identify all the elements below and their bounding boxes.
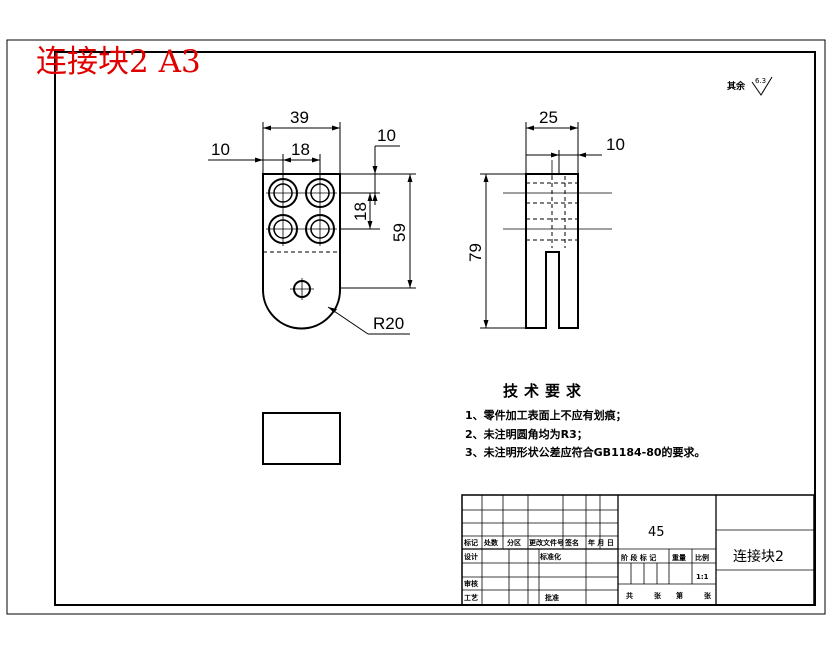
front-view-outline: [262, 173, 341, 330]
tb-sheet-unit-1: 张: [654, 591, 662, 600]
tb-rev-zone: 分区: [507, 538, 521, 547]
tb-weight: 重量: [672, 553, 686, 562]
dim-front-hole-pitch: 18: [291, 140, 310, 159]
front-view: [262, 173, 341, 330]
sheet-outer-frame: [6, 39, 826, 615]
tb-rev-count: 处数: [483, 538, 499, 547]
roughness-value: 6.3: [755, 77, 766, 85]
dim-front-height: 59: [390, 223, 409, 242]
tb-stage-mark: 阶 段 标 记: [621, 553, 656, 562]
tb-approve: 批准: [545, 593, 559, 602]
tech-notes-heading: 技术要求: [503, 382, 587, 400]
side-dimension-lines: [480, 122, 602, 329]
tb-sheet-total: 共: [626, 591, 633, 600]
tb-material: 45: [648, 525, 665, 540]
tb-rev-mark: 标记: [463, 538, 478, 547]
sheet-inner-frame: [54, 51, 816, 606]
tb-rev-doc: 更改文件号: [529, 538, 564, 547]
title-block: 标记 处数 分区 更改文件号 签名 年 月 日 设计 审核 工艺 标准化 批准 …: [461, 494, 815, 606]
dim-front-width: 39: [290, 108, 309, 127]
tb-part-name: 连接块2: [733, 548, 784, 565]
roughness-symbol: 其余 6.3: [727, 76, 773, 96]
side-dimension-arrows: [483, 125, 586, 328]
tb-standardization: 标准化: [539, 552, 561, 561]
roughness-label: 其余: [727, 80, 746, 92]
tb-sheet-number: 第: [676, 591, 683, 600]
tb-scale-value: 1:1: [696, 573, 709, 581]
tb-rev-sign: 签名: [564, 538, 579, 547]
dim-side-height: 79: [466, 243, 485, 262]
dim-front-vertical-pitch: 18: [351, 202, 370, 221]
dim-front-radius: R20: [373, 314, 404, 333]
tech-note-3: 3、未注明形状公差应符合GB1184-80的要求。: [465, 445, 706, 459]
dim-front-top-offset: 10: [377, 126, 396, 145]
tech-note-1: 1、零件加工表面上不应有划痕；: [465, 408, 627, 422]
side-view-outline: [525, 173, 579, 329]
side-view: [503, 160, 612, 329]
front-dimension-lines: [208, 122, 416, 335]
tb-scale-label: 比例: [695, 553, 709, 562]
tech-note-2: 2、未注明圆角均为R3；: [465, 427, 588, 441]
top-view-rectangle: [262, 412, 341, 465]
front-dimension-arrows: [255, 125, 413, 313]
technical-requirements: 技术要求 1、零件加工表面上不应有划痕； 2、未注明圆角均为R3； 3、未注明形…: [465, 382, 706, 459]
dim-front-left-offset: 10: [211, 140, 230, 159]
tb-rev-date: 年 月 日: [588, 538, 614, 547]
tb-role-process: 工艺: [464, 593, 478, 602]
drawing-title: 连接块2 A3: [36, 44, 201, 80]
tb-sheet-unit-2: 张: [704, 591, 712, 600]
dim-side-slot: 10: [606, 135, 625, 154]
tb-role-review: 审核: [464, 579, 478, 588]
dim-side-width: 25: [539, 108, 558, 127]
tb-role-design: 设计: [464, 552, 478, 561]
